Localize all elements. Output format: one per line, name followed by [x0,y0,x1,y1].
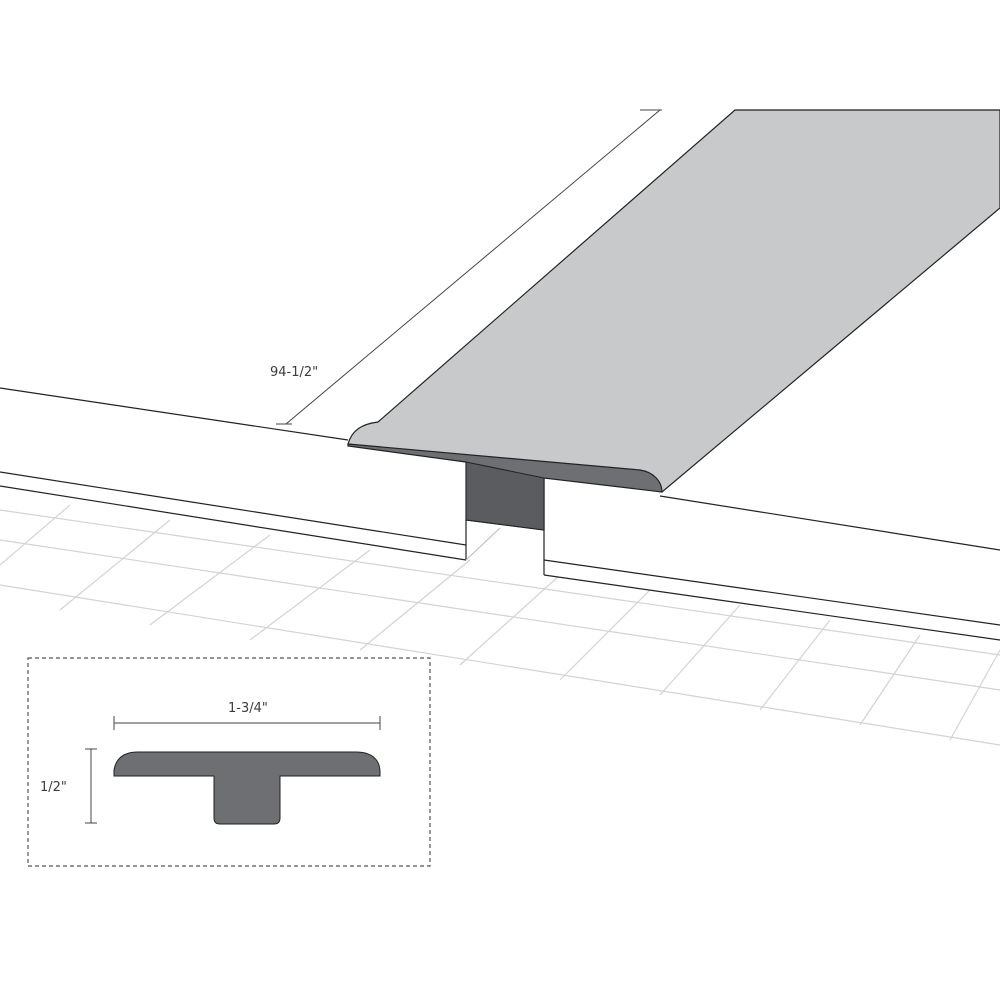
height-label: 1/2" [40,780,67,795]
profile-inset-box [27,657,431,867]
width-dimension [113,716,381,730]
right-floor-plank [543,478,1000,641]
left-floor-plank [0,387,501,561]
floor-tile-grid [0,504,1000,746]
molding-profile-shadow [465,461,545,531]
length-label: 94-1/2" [270,365,318,380]
molding-cross-section [113,751,381,825]
molding-top-surface [347,109,1000,493]
width-label: 1-3/4" [228,701,268,716]
height-dimension [85,748,97,824]
length-dimension [276,109,662,425]
